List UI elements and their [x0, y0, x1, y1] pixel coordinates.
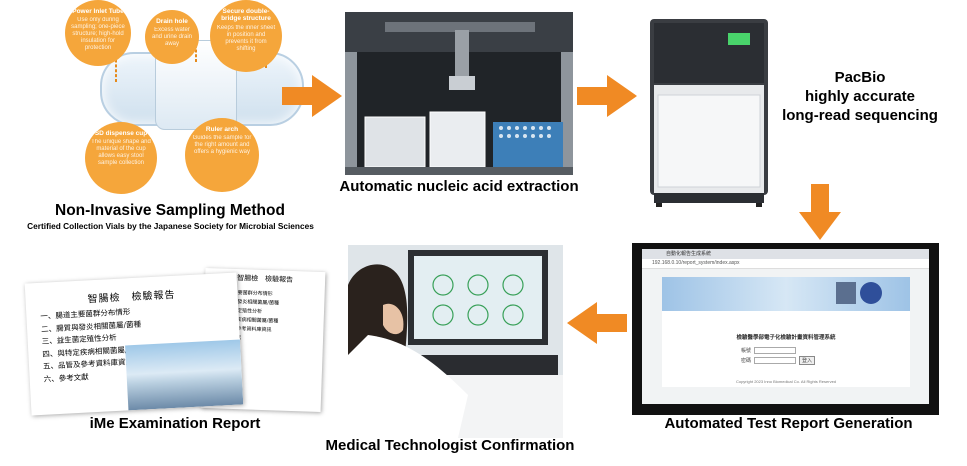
- bubble-title: Ruler arch: [205, 126, 239, 133]
- flow-arrow-left: [567, 302, 627, 344]
- report-generation-caption: Automated Test Report Generation: [664, 415, 913, 432]
- callout-bubble: SD dispense cup The unique shape and mat…: [85, 122, 157, 194]
- browser-window: 自動化報告生成系統 192.168.0.10/report_system/ind…: [642, 249, 929, 404]
- browser-tab[interactable]: 自動化報告生成系統: [642, 249, 929, 259]
- sampling-caption: Non-Invasive Sampling Method: [55, 202, 285, 219]
- flow-arrow-right: [577, 75, 637, 117]
- account-input[interactable]: [754, 347, 797, 354]
- hospital-logo: [860, 282, 882, 304]
- login-page: 檢驗醫學部電子化檢驗計畫資料管理系統 帳號 密碼 登入 Copyright 20…: [662, 277, 910, 387]
- examination-report-document: 智腸檢 檢驗報告 一、腸道主要菌群分布情形 二、腸質與發炎相關菌屬/菌種 三、益…: [24, 267, 326, 416]
- callout-bubble: Secure double-bridge structure Keeps the…: [210, 0, 282, 72]
- password-input[interactable]: [754, 357, 797, 364]
- bubble-text: Excess water and urine drain away: [151, 27, 193, 48]
- report-front-title: 智腸檢 檢驗報告: [87, 289, 176, 306]
- callout-bubble: Power Inlet Tube Use only during samplin…: [65, 0, 131, 66]
- hospital-logo: [836, 282, 856, 304]
- ime-report-caption: iMe Examination Report: [89, 415, 261, 432]
- pacbio-sequencer-photo: [650, 19, 768, 207]
- technologist-photo: [348, 245, 563, 438]
- report-system-screen: 自動化報告生成系統 192.168.0.10/report_system/ind…: [632, 243, 939, 415]
- sampling-vial-illustration: Power Inlet Tube Use only during samplin…: [55, 0, 335, 200]
- pacbio-caption: PacBio highly accurate long-read sequenc…: [760, 68, 960, 125]
- bubble-text: Use only during sampling; one-piece stru…: [71, 17, 125, 52]
- report-cover-image: [125, 339, 244, 411]
- extraction-machine-photo: [345, 12, 573, 175]
- bubble-text: Guides the sample for the right amount a…: [192, 135, 252, 156]
- bubble-title: SD dispense cup: [94, 130, 148, 137]
- callout-bubble: Ruler arch Guides the sample for the rig…: [185, 118, 259, 192]
- extraction-caption: Automatic nucleic acid extraction: [339, 178, 579, 195]
- pacbio-caption-line: PacBio: [834, 69, 886, 86]
- pacbio-caption-line: long-read sequencing: [782, 107, 938, 124]
- callout-bubble: Drain hole Excess water and urine drain …: [145, 10, 199, 64]
- report-page-front: 智腸檢 檢驗報告 一、腸道主要菌群分布情形 二、腸質與發炎相關菌屬/菌種 三、益…: [24, 272, 244, 416]
- address-bar[interactable]: 192.168.0.10/report_system/index.aspx: [642, 259, 929, 269]
- login-button[interactable]: 登入: [799, 356, 816, 365]
- password-label: 密碼: [741, 358, 752, 364]
- login-title: 檢驗醫學部電子化檢驗計畫資料管理系統: [736, 335, 836, 341]
- login-page-banner: [662, 277, 910, 311]
- bubble-text: Keeps the inner sheet in position and pr…: [216, 24, 276, 52]
- bubble-title: Secure double-bridge structure: [221, 8, 271, 23]
- sampling-subcaption: Certified Collection Vials by the Japane…: [27, 221, 314, 231]
- flow-arrow-right: [282, 75, 342, 117]
- bubble-title: Power Inlet Tube: [72, 8, 124, 15]
- account-label: 帳號: [741, 348, 752, 354]
- page-footer: Copyright 2023 Inno Biomedical Co. All R…: [735, 379, 837, 384]
- bubble-text: The unique shape and material of the cup…: [91, 139, 151, 167]
- bubble-title: Drain hole: [156, 18, 188, 25]
- flow-arrow-down: [799, 184, 841, 240]
- pacbio-caption-line: highly accurate: [804, 88, 916, 105]
- technologist-caption: Medical Technologist Confirmation: [325, 437, 575, 454]
